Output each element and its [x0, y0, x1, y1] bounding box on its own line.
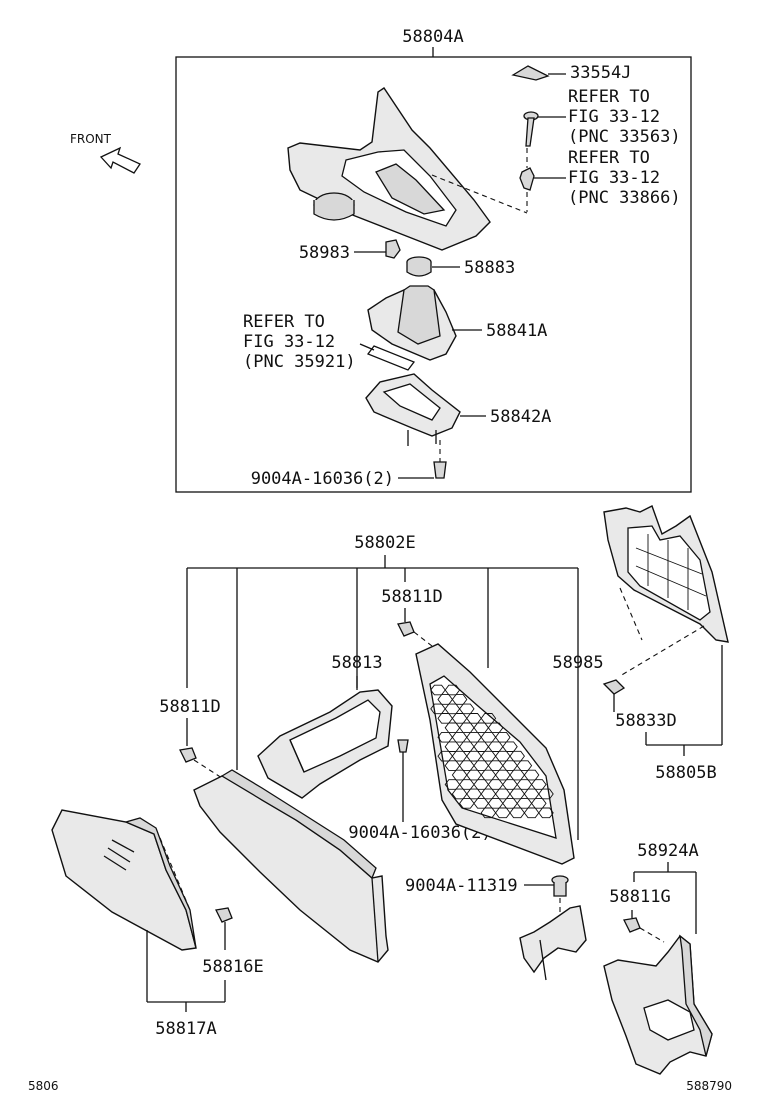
label-58842a: 58842A [490, 407, 551, 427]
front-label: FRONT [70, 132, 112, 146]
label-33554j: 33554J [570, 63, 631, 83]
footer-right-code: 588790 [686, 1079, 732, 1093]
clip-58811d-upper [397, 621, 415, 637]
part-58983 [385, 239, 401, 259]
net-hex-cell [509, 807, 525, 819]
label-9004a-11319: 9004A-11319 [405, 876, 518, 896]
label-58805b: 58805B [655, 763, 716, 783]
part-58813 [257, 689, 393, 799]
label-58811g: 58811G [609, 887, 670, 907]
label-58924a: 58924A [637, 841, 698, 861]
part-58842a [365, 373, 461, 446]
screw-9004a-11319 [551, 875, 569, 897]
net-hex-pattern [430, 684, 554, 819]
net-hex-cell [480, 807, 497, 819]
net-hex-cell [495, 807, 511, 819]
ref-33563: REFER TO FIG 33-12 (PNC 33563) [568, 87, 681, 147]
label-58983: 58983 [299, 243, 350, 263]
label-58883: 58883 [464, 258, 515, 278]
screw-9004a-16036-mid [397, 739, 409, 753]
part-58841a [367, 285, 457, 361]
label-58985: 58985 [552, 653, 603, 673]
part-33554j [511, 65, 550, 81]
net-hex-cell [538, 788, 554, 800]
part-58924a-panel [603, 934, 713, 1075]
label-58841a: 58841A [486, 321, 547, 341]
label-9004a-16036-top: 9004A-16036(2) [251, 469, 394, 489]
ref-35921: REFER TO FIG 33-12 (PNC 35921) [243, 312, 356, 372]
label-58811d-left: 58811D [159, 697, 220, 717]
lower-bracket [519, 905, 587, 981]
console-upper-panel [287, 87, 528, 251]
label-58817a: 58817A [155, 1019, 216, 1039]
net-hex-cell [523, 807, 540, 819]
net-hex-cell [538, 807, 554, 819]
net-hex-cell [459, 798, 475, 809]
front-arrow-icon [99, 146, 141, 174]
part-58817a-pocket [51, 809, 197, 951]
label-58804a: 58804A [402, 27, 463, 47]
screw-33563 [523, 111, 539, 147]
label-58833d: 58833D [615, 711, 676, 731]
screw-9004a-16036-top [433, 440, 447, 479]
label-58811d-upper: 58811D [381, 587, 442, 607]
label-58813: 58813 [331, 653, 382, 673]
footer-left-code: 5806 [28, 1079, 59, 1093]
clip-58833d [602, 679, 626, 695]
clip-58811d-left [179, 747, 197, 763]
part-58985-net-panel [415, 643, 575, 865]
part-58883 [406, 256, 432, 277]
label-58802e: 58802E [354, 533, 415, 553]
clip-58811g [623, 917, 641, 933]
part-35921-tape [366, 345, 416, 371]
label-9004a-16036-mid: 9004A-16036(2) [348, 823, 491, 843]
console-side-panel [193, 769, 389, 963]
ref-33866: REFER TO FIG 33-12 (PNC 33866) [568, 148, 681, 208]
clip-33866 [519, 167, 535, 191]
clip-58816e [215, 907, 233, 923]
part-58805b-panel [603, 505, 729, 643]
label-58816e: 58816E [202, 957, 263, 977]
